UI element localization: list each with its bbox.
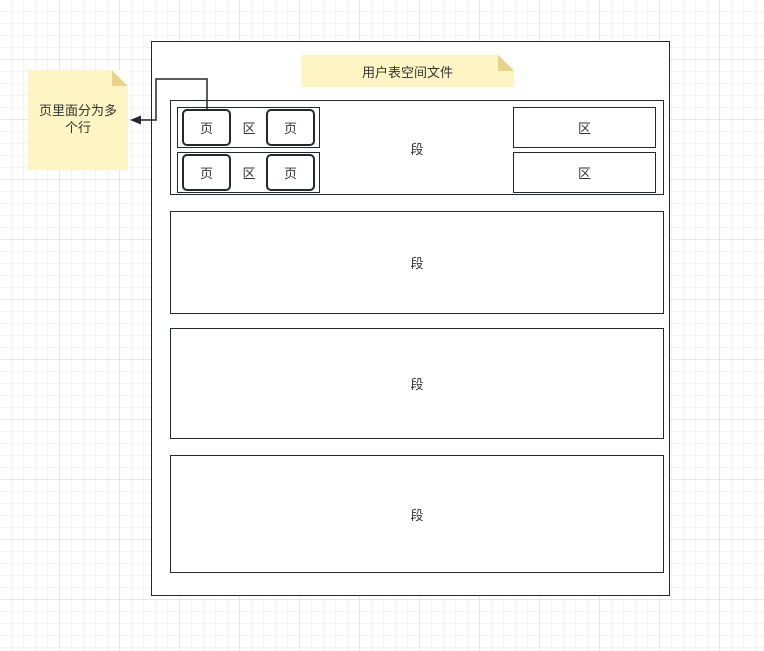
extent-label: 区 xyxy=(242,121,256,137)
row-note: 页里面分为多个行 xyxy=(28,70,128,170)
page-box: 页 xyxy=(182,154,231,191)
note-fold-corner xyxy=(112,70,128,86)
extent-box: 区 xyxy=(513,152,656,193)
page-label: 页 xyxy=(283,167,297,182)
extent-box: 区 xyxy=(513,107,656,148)
page-box: 页 xyxy=(266,154,315,191)
extent-label: 区 xyxy=(577,122,591,137)
page-box: 页 xyxy=(182,109,231,146)
segment-1-label: 段 xyxy=(410,142,424,158)
extent-label: 区 xyxy=(577,167,591,182)
page-label: 页 xyxy=(199,122,213,137)
tablespace-title: 用户表空间文件 xyxy=(361,65,453,81)
segment-label: 段 xyxy=(410,508,424,524)
segment-4: 段 xyxy=(170,455,664,573)
page-label: 页 xyxy=(199,167,213,182)
arrow-head-icon xyxy=(130,115,141,125)
page-box: 页 xyxy=(266,109,315,146)
note-fold-corner xyxy=(498,55,514,71)
segment-label: 段 xyxy=(410,378,424,393)
page-label: 页 xyxy=(283,122,297,137)
extent-label: 区 xyxy=(242,166,256,182)
segment-2: 段 xyxy=(170,211,664,314)
tablespace-title-note: 用户表空间文件 xyxy=(301,55,514,87)
row-note-text: 页里面分为多个行 xyxy=(38,104,117,136)
segment-label: 段 xyxy=(410,257,424,272)
segment-3: 段 xyxy=(170,328,664,439)
